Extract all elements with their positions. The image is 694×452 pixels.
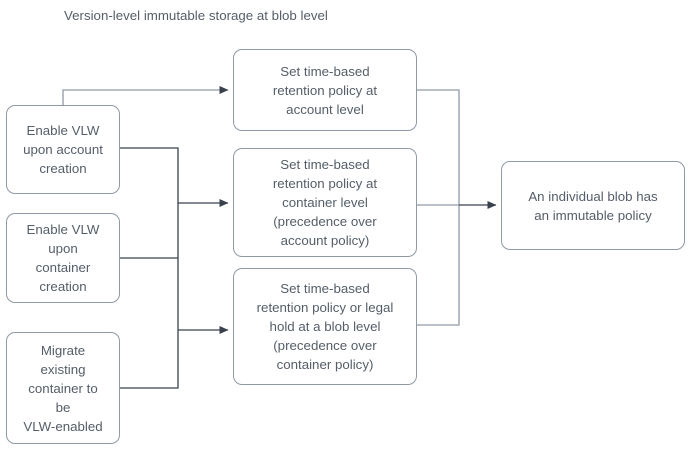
node-enable-vlw-container[interactable]: Enable VLW upon container creation xyxy=(6,213,120,303)
node-immutable-policy-result[interactable]: An individual blob has an immutable poli… xyxy=(501,161,685,250)
edge-left-trunk-lower xyxy=(120,330,179,389)
edge-left-trunk-upper xyxy=(120,147,179,203)
node-migrate-container[interactable]: Migrate existing container to be VLW-ena… xyxy=(6,332,120,444)
node-retention-policy-container-level[interactable]: Set time-based retention policy at conta… xyxy=(233,148,417,257)
edge-retention-account-to-merge xyxy=(417,89,460,205)
edge-account-to-retention-account xyxy=(62,86,229,105)
node-retention-policy-blob-level[interactable]: Set time-based retention policy or legal… xyxy=(233,268,417,385)
diagram-title: Version-level immutable storage at blob … xyxy=(64,8,328,23)
node-retention-policy-account-level[interactable]: Set time-based retention policy at accou… xyxy=(233,49,417,131)
node-enable-vlw-account[interactable]: Enable VLW upon account creation xyxy=(6,105,120,194)
edge-retention-blob-to-merge xyxy=(417,205,460,326)
